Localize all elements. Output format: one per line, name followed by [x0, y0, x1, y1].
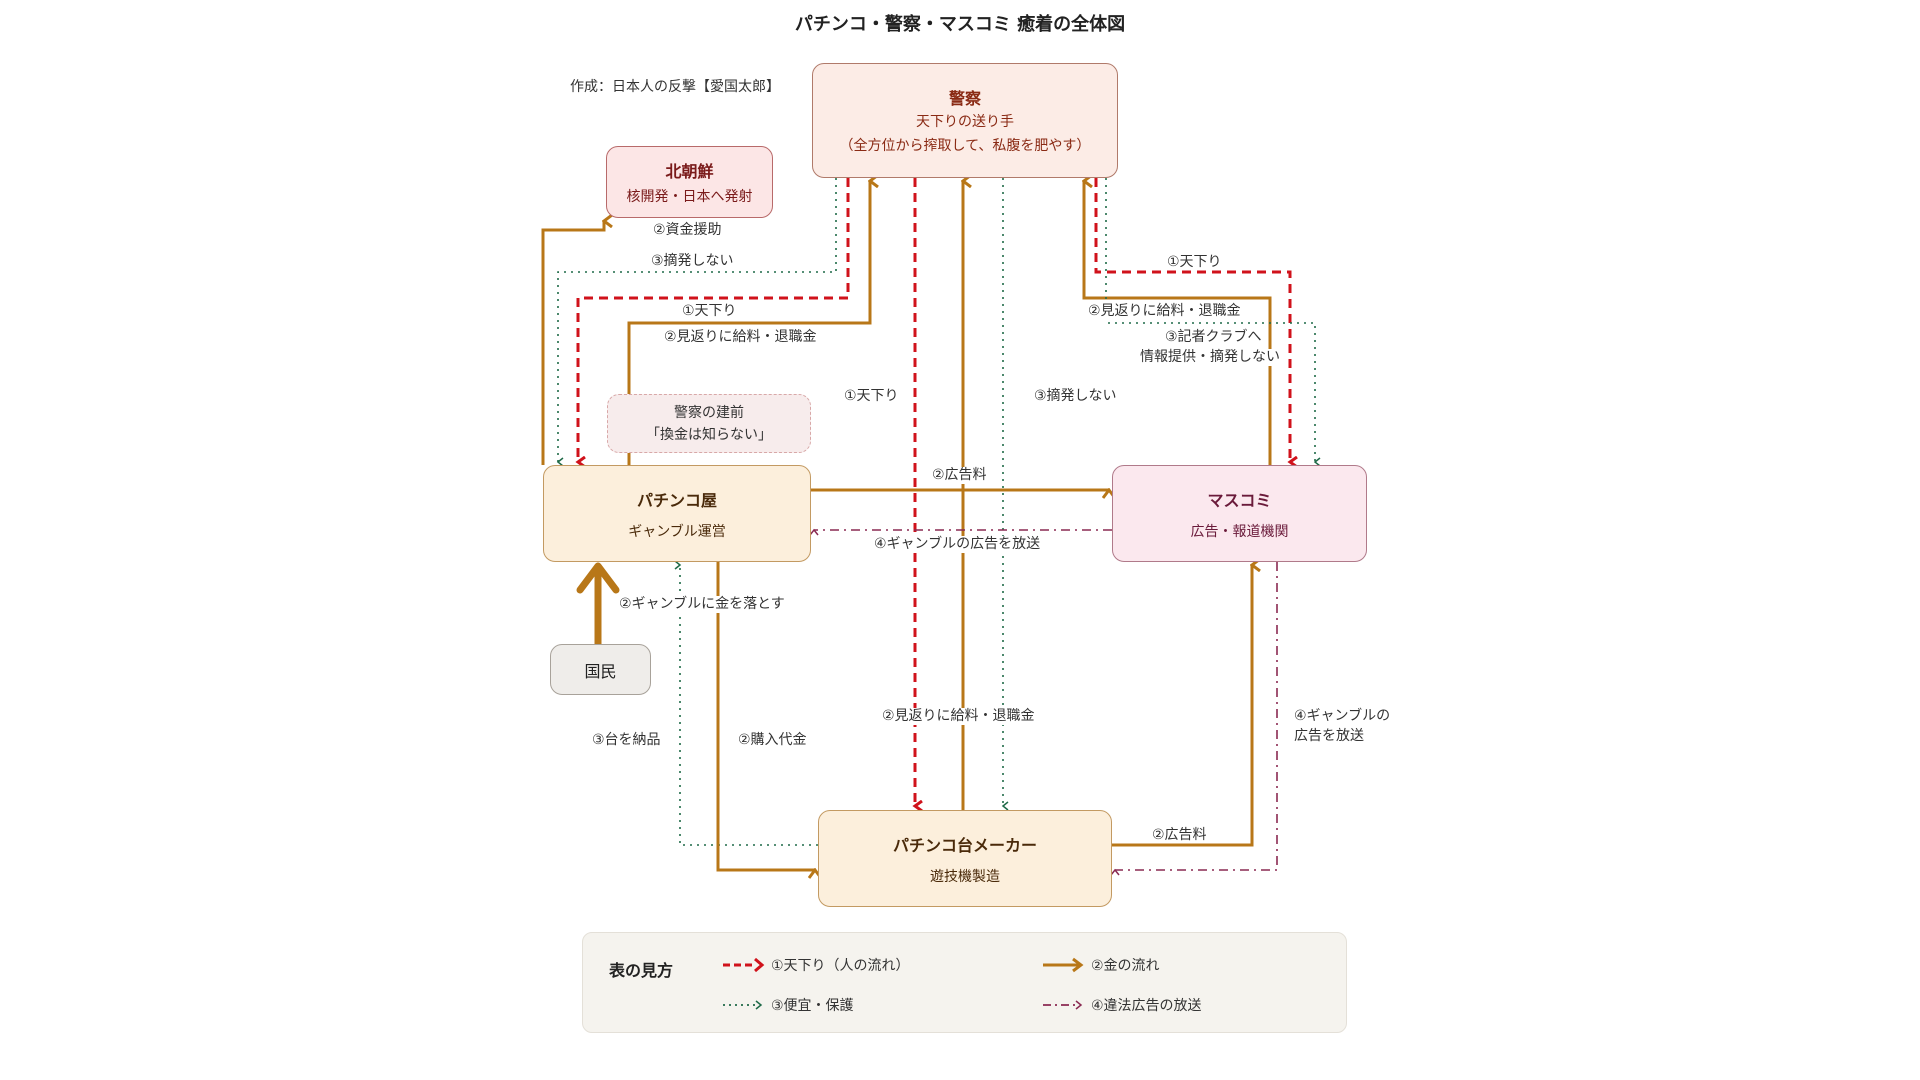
brown-solid-arrow-icon	[1043, 957, 1084, 973]
pachinko-parlor-sub: ギャンブル運営	[628, 523, 726, 540]
legend-title: 表の見方	[609, 961, 674, 980]
edge-protection-parlor	[556, 178, 837, 467]
edge-ad-fee-maker	[1112, 565, 1252, 847]
label-amakudari-media: ①天下り	[1167, 254, 1222, 270]
label-funding-nk: ②資金援助	[653, 222, 722, 238]
label-deliver-machines: ③台を納品	[592, 732, 661, 748]
label-broadcast-maker-1: ④ギャンブルの	[1294, 708, 1391, 724]
edge-amakudari-media	[1094, 178, 1290, 462]
machine-maker-name: パチンコ台メーカー	[892, 835, 1037, 855]
citizens-name: 国民	[584, 661, 617, 681]
node-machine-maker: パチンコ台メーカー 遊技機製造	[818, 810, 1112, 907]
edge-funding-nk	[541, 221, 604, 465]
label-kickback-parlor: ②見返りに給料・退職金	[662, 329, 819, 346]
label-no-crackdown-nk: ③摘発しない	[649, 253, 736, 270]
node-north-korea: 北朝鮮 核開発・日本へ発射	[606, 146, 773, 218]
label-ad-fee-maker: ②広告料	[1152, 827, 1207, 843]
label-broadcast-parlor: ④ギャンブルの広告を放送	[872, 536, 1043, 553]
node-citizens: 国民	[550, 644, 651, 695]
edge-amakudari-parlor	[578, 178, 850, 462]
police-sub1: 天下りの送り手	[916, 113, 1014, 130]
legend-label-money: ②金の流れ	[1091, 958, 1160, 974]
credit-text: 作成：日本人の反撃【愛国太郎】	[570, 79, 780, 95]
edge-kickback-media	[1084, 181, 1272, 465]
police-sub2: （全方位から搾取して、私腹を肥やす）	[839, 137, 1091, 154]
legend-item-amakudari: ①天下り（人の流れ）	[721, 955, 910, 975]
north-korea-name: 北朝鮮	[665, 162, 714, 181]
legend-label-amakudari: ①天下り（人の流れ）	[771, 958, 910, 974]
node-police: 警察 天下りの送り手 （全方位から搾取して、私腹を肥やす）	[812, 63, 1118, 178]
purple-dashdot-arrow-icon	[1043, 1000, 1083, 1010]
mass-media-sub: 広告・報道機関	[1190, 523, 1289, 540]
police-name: 警察	[948, 88, 981, 108]
label-broadcast-maker-2: 広告を放送	[1294, 728, 1364, 744]
label-ad-fee-parlor: ②広告料	[930, 467, 989, 484]
legend-label-broadcast: ④違法広告の放送	[1091, 998, 1202, 1014]
node-pachinko-parlor: パチンコ屋 ギャンブル運営	[543, 465, 811, 562]
legend-item-money: ②金の流れ	[1041, 955, 1160, 975]
node-police-tatemae: 警察の建前 「換金は知らない」	[607, 394, 811, 453]
edge-press-club-media	[1105, 178, 1321, 467]
machine-maker-sub: 遊技機製造	[930, 868, 1000, 885]
label-kickback-media: ②見返りに給料・退職金	[1086, 303, 1243, 320]
edge-purchase-price	[716, 562, 815, 870]
label-amakudari-maker: ①天下り	[842, 388, 901, 405]
green-dotted-arrow-icon	[723, 1000, 763, 1010]
red-dashed-arrow-icon	[723, 957, 765, 973]
label-kickback-maker: ②見返りに給料・退職金	[880, 708, 1037, 725]
legend-item-broadcast: ④違法広告の放送	[1041, 995, 1202, 1015]
legend-item-protection: ③便宜・保護	[721, 995, 854, 1015]
label-citizens-money: ②ギャンブルに金を落とす	[617, 596, 787, 613]
mass-media-name: マスコミ	[1207, 490, 1272, 510]
edge-broadcast-maker	[1110, 562, 1278, 876]
pachinko-parlor-name: パチンコ屋	[636, 490, 717, 510]
legend: 表の見方 ①天下り（人の流れ） ②金の流れ ③便宜・保護	[582, 932, 1347, 1033]
edge-citizens-money-arrowhead	[576, 562, 620, 594]
legend-label-protection: ③便宜・保護	[771, 998, 854, 1014]
tatemae-line2: 「換金は知らない」	[646, 426, 772, 443]
tatemae-line1: 警察の建前	[674, 404, 744, 421]
label-no-crackdown-maker: ③摘発しない	[1032, 388, 1119, 405]
diagram-title: パチンコ・警察・マスコミ 癒着の全体図	[794, 14, 1126, 35]
north-korea-sub: 核開発・日本へ発射	[626, 189, 753, 205]
label-purchase-price: ②購入代金	[738, 732, 807, 748]
label-press-club-1: ③記者クラブへ	[1163, 329, 1264, 346]
node-mass-media: マスコミ 広告・報道機関	[1112, 465, 1367, 562]
label-press-club-2: 情報提供・摘発しない	[1138, 349, 1282, 366]
label-amakudari-parlor: ①天下り	[680, 303, 739, 320]
